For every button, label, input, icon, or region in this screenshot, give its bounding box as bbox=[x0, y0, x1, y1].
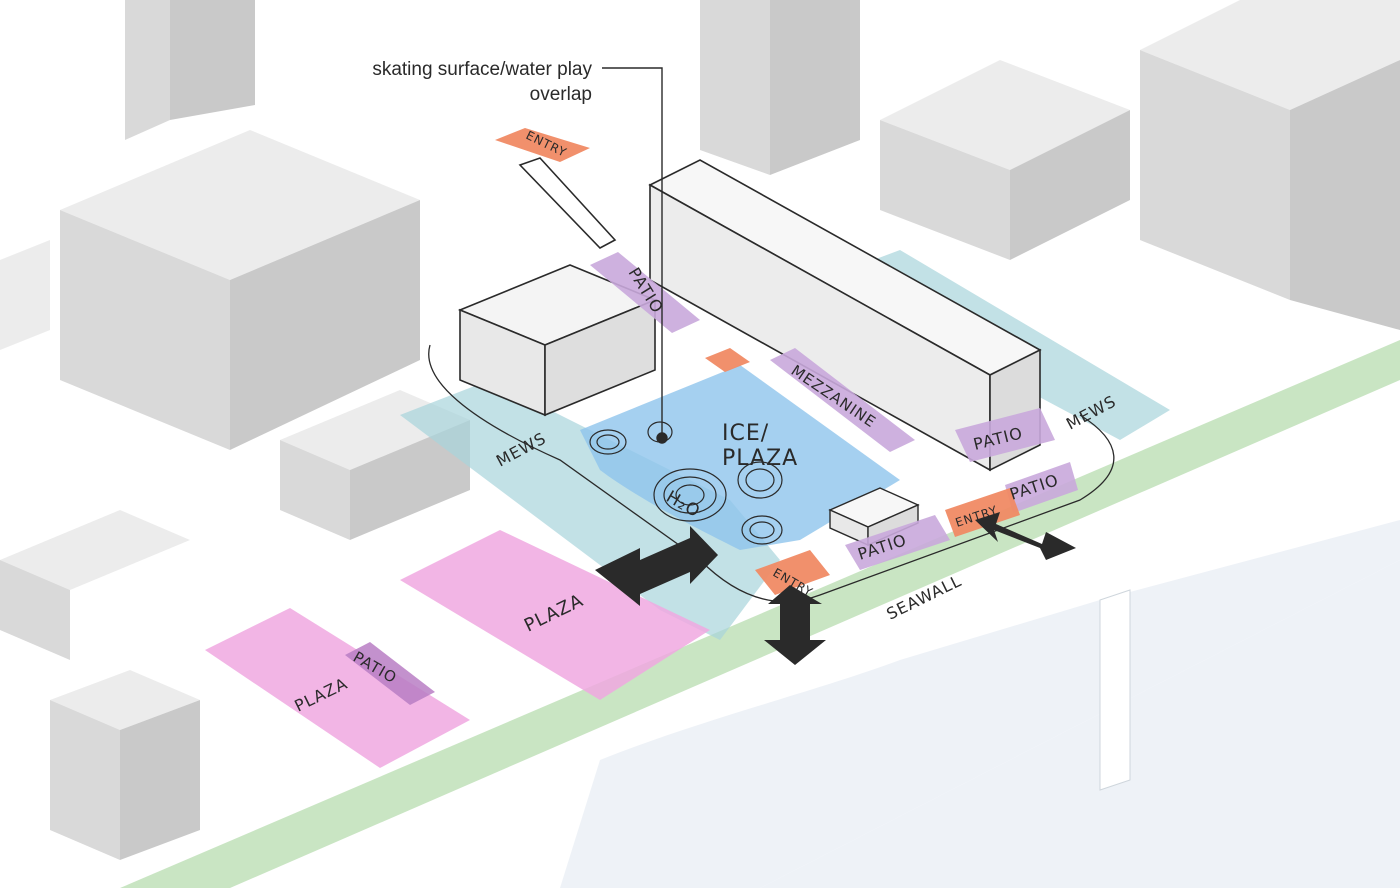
callout-text-line1: skating surface/water play bbox=[372, 59, 592, 80]
ice-plaza-zone bbox=[580, 365, 900, 550]
plaza-zone-left bbox=[205, 608, 470, 768]
site-boundary bbox=[428, 344, 1115, 603]
patio-zone-left bbox=[345, 642, 435, 705]
entry-zone-right bbox=[945, 488, 1020, 537]
pavilion-building bbox=[457, 159, 1042, 472]
access-arrows bbox=[595, 512, 1076, 665]
entry-zone-small bbox=[705, 348, 750, 372]
callout-text-line2: overlap bbox=[530, 84, 592, 105]
arrow-right-double bbox=[975, 512, 1076, 560]
plaza-zone-center bbox=[400, 530, 710, 700]
entry-zone-front bbox=[755, 550, 830, 595]
callout-leader bbox=[602, 67, 668, 444]
water-play-contours bbox=[589, 421, 783, 545]
patio-zone-right2 bbox=[1005, 462, 1078, 513]
patio-zone-top bbox=[590, 252, 700, 333]
label-plaza-ice: PLAZA bbox=[722, 446, 798, 471]
label-ice: ICE/ bbox=[722, 421, 769, 446]
entry-walkway bbox=[518, 157, 617, 249]
mezzanine-zone bbox=[770, 348, 915, 452]
arrow-center-double bbox=[595, 526, 718, 606]
arrow-front-vertical bbox=[764, 585, 826, 665]
mews-zone-left bbox=[400, 380, 780, 640]
entry-zone-top bbox=[495, 128, 590, 162]
patio-zone-right bbox=[955, 408, 1055, 462]
patio-zone-front bbox=[845, 515, 950, 570]
pier bbox=[1099, 589, 1131, 791]
harbour-water-inlet bbox=[560, 520, 1400, 888]
seawall-band bbox=[120, 340, 1400, 888]
